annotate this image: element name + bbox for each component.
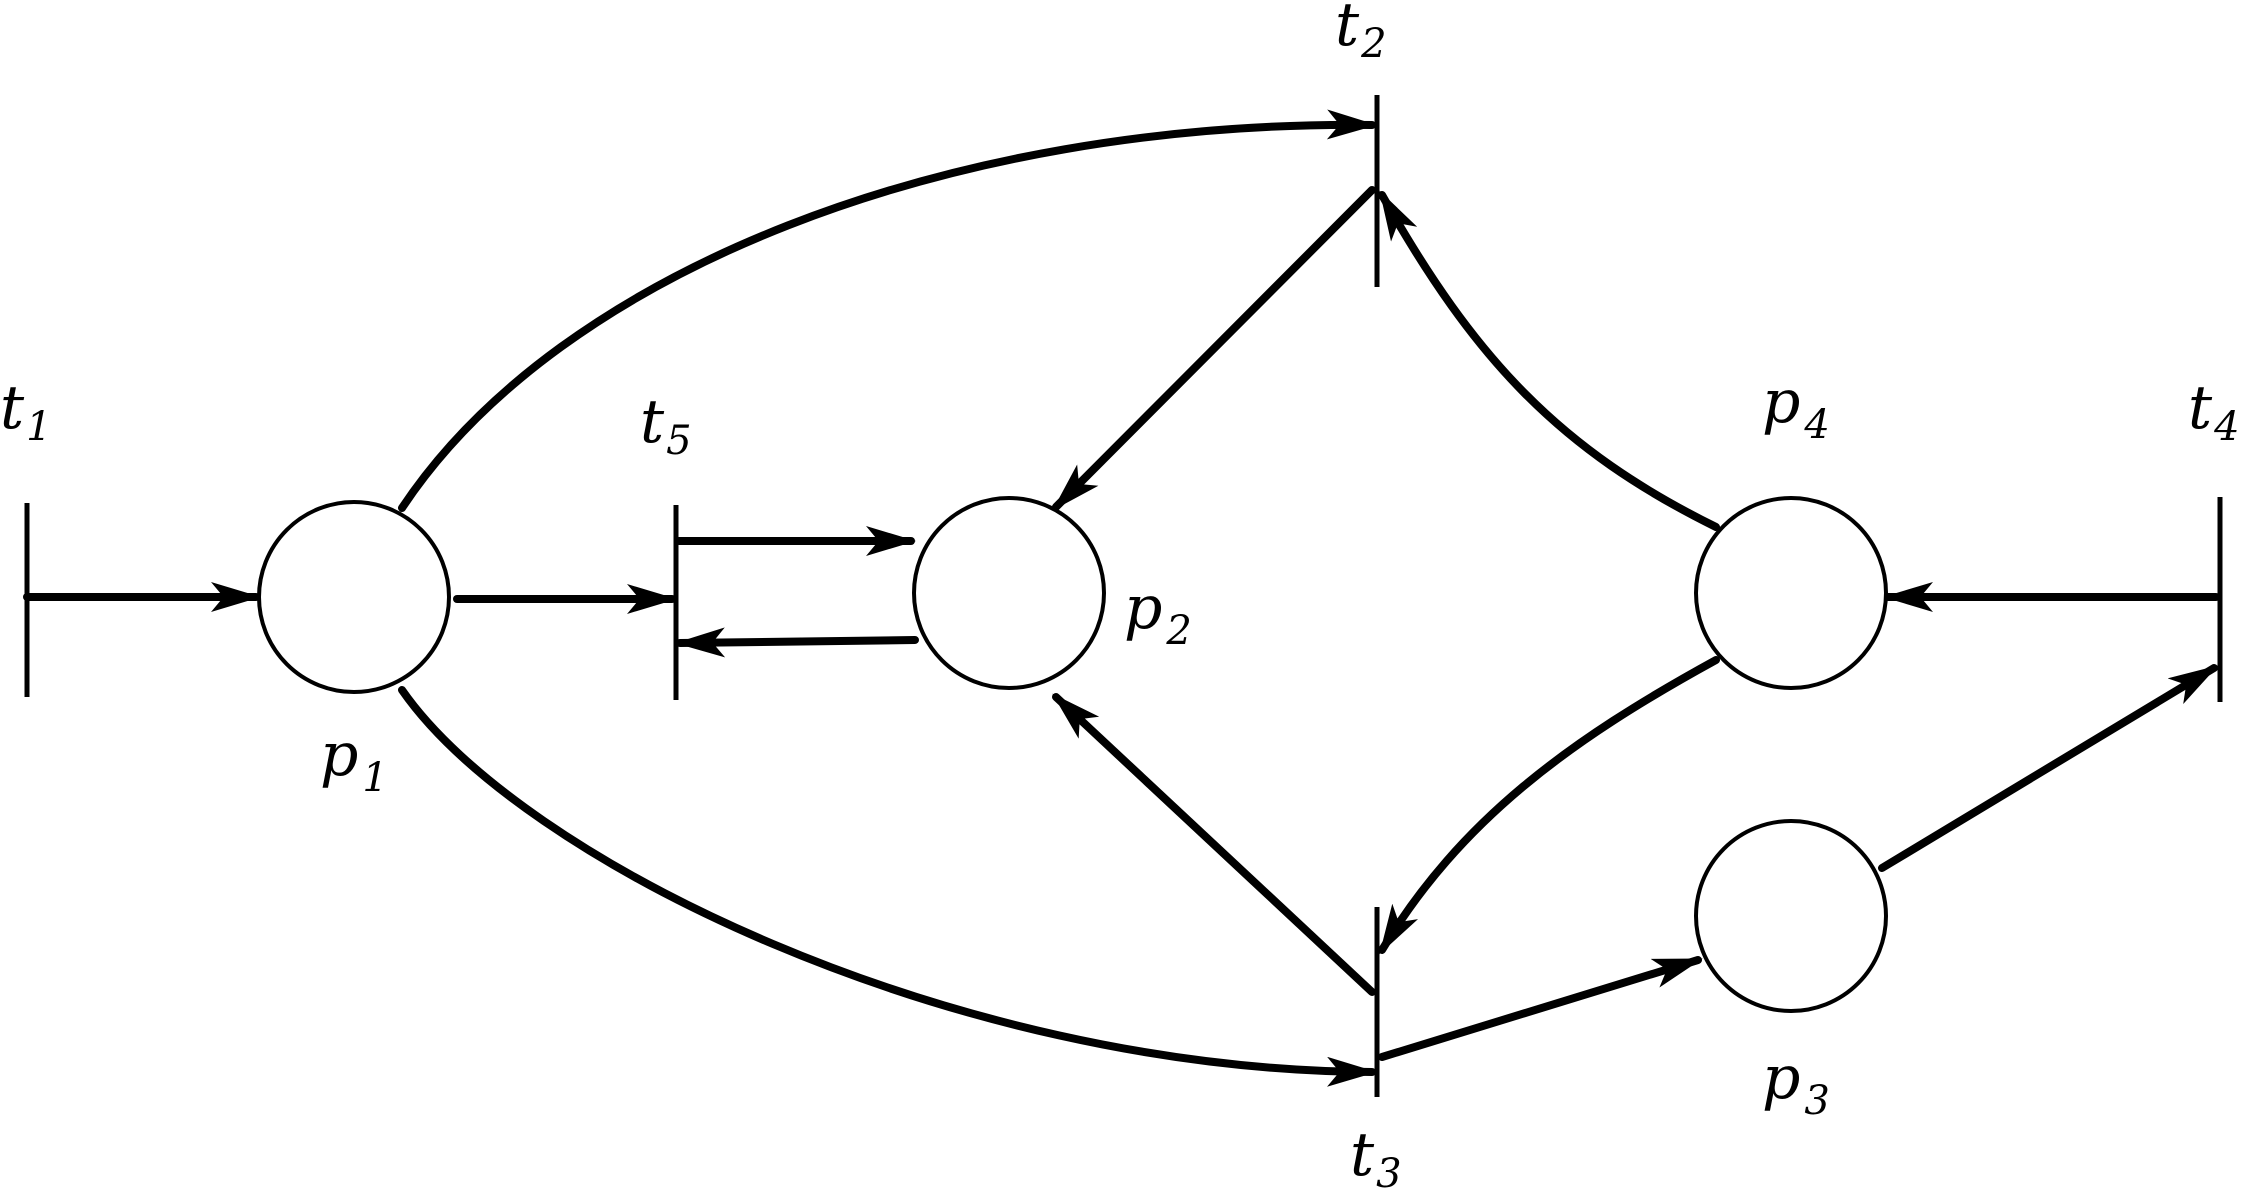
label-t1: t1 [0,373,52,450]
place-p4-circle [1694,496,1888,690]
arc-p1-t2 [398,109,1377,512]
arc-p1-t3 [398,686,1377,1087]
arc-p2-t5 [675,627,919,658]
label-t3: t3 [1350,1120,1402,1197]
places-group [257,496,1888,1013]
place-p3-circle [1694,819,1888,1013]
transitions-group [24,95,2223,1097]
arc-t2-p2 [1052,186,1376,511]
place-p2-circle [912,496,1106,690]
arc-t3-p3 [1378,956,1703,1061]
arcs-group [23,109,2220,1087]
label-t2: t2 [1335,0,1387,67]
arc-p4-t2 [1378,190,1720,531]
place-p1-circle [257,500,451,694]
arc-p4-t3 [1378,656,1720,955]
label-t4: t4 [2188,373,2240,450]
arc-t3-p2 [1052,693,1376,996]
label-t5: t5 [640,387,692,464]
arc-p3-t4 [1878,664,2219,872]
